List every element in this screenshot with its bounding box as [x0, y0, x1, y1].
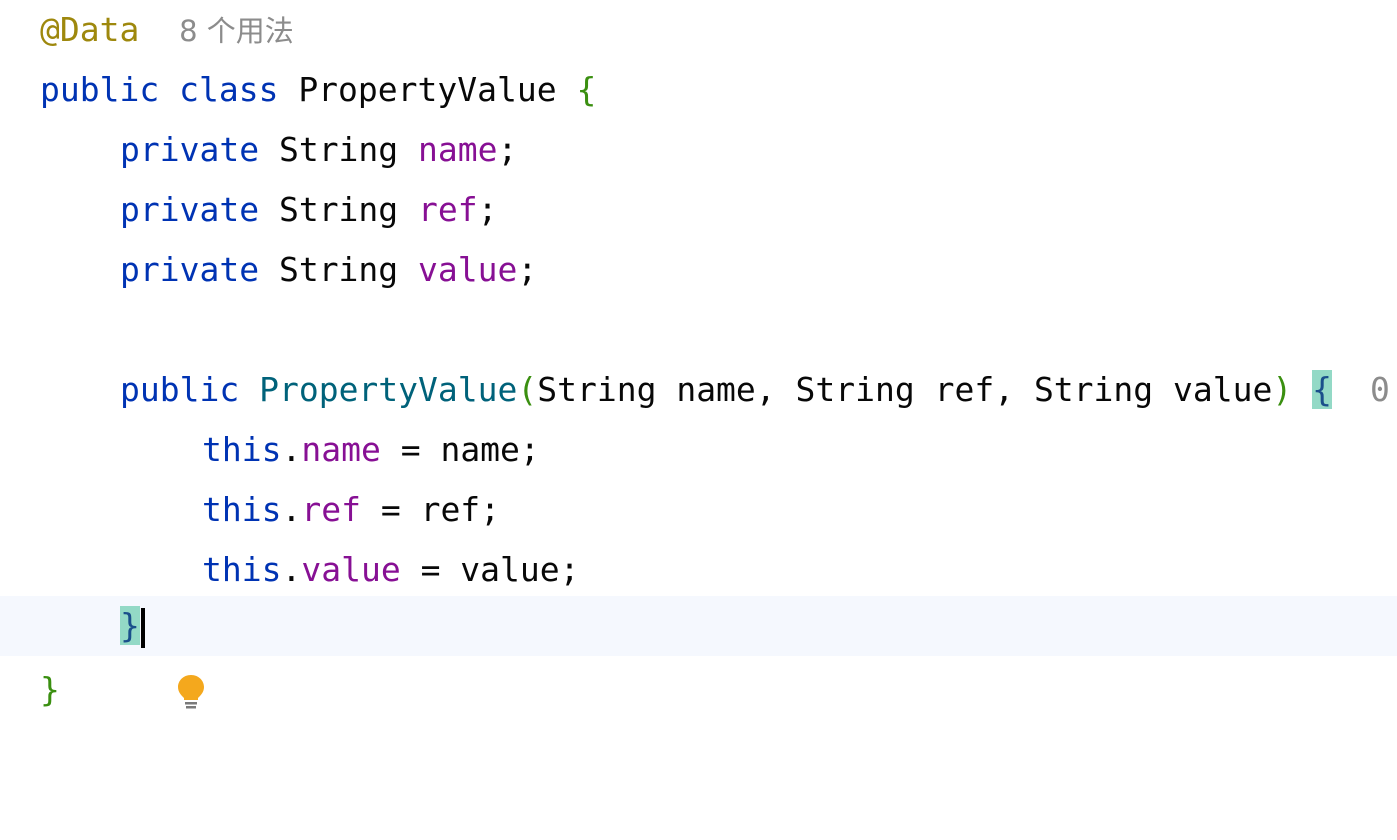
- code-line-class-close: }: [0, 660, 1397, 720]
- keyword-this: this: [202, 490, 282, 529]
- code-editor[interactable]: @Data 8 个用法 public class PropertyValue {…: [0, 0, 1397, 730]
- dot: .: [281, 550, 302, 589]
- code-line-content: @Data 8 个用法: [40, 0, 294, 61]
- code-line-assignment: this.value = value;: [0, 540, 1397, 600]
- keyword-private: private: [120, 190, 260, 229]
- assignment-rest[interactable]: = ref;: [360, 490, 501, 529]
- type-name[interactable]: String: [278, 250, 399, 289]
- code-line-content: this.value = value;: [202, 540, 580, 600]
- type-name[interactable]: String: [278, 130, 399, 169]
- code-line-constructor: public PropertyValue(String name, String…: [0, 360, 1397, 420]
- code-line-assignment: this.ref = ref;: [0, 480, 1397, 540]
- field-name[interactable]: value: [301, 550, 401, 589]
- code-line-content: private String value;: [120, 240, 537, 300]
- field-name[interactable]: name: [418, 130, 498, 169]
- code-line-field: private String value;: [0, 240, 1397, 300]
- code-line-content: }: [120, 596, 145, 656]
- keyword-public: public: [120, 370, 240, 409]
- dot: .: [281, 430, 302, 469]
- open-paren: (: [517, 370, 538, 409]
- code-line-content: private String name;: [120, 120, 517, 180]
- code-line-field: private String name;: [0, 120, 1397, 180]
- code-line-content: this.name = name;: [202, 420, 540, 480]
- constructor-open-brace: {: [1312, 370, 1332, 409]
- code-line-class-decl: public class PropertyValue {: [0, 60, 1397, 120]
- keyword-public: public: [40, 70, 160, 109]
- assignment-rest[interactable]: = value;: [400, 550, 580, 589]
- type-name[interactable]: String: [278, 190, 399, 229]
- keyword-private: private: [120, 250, 260, 289]
- semicolon: ;: [517, 250, 538, 289]
- semicolon: ;: [477, 190, 498, 229]
- field-name[interactable]: value: [418, 250, 518, 289]
- constructor-name[interactable]: PropertyValue: [259, 370, 518, 409]
- constructor-params[interactable]: String name, String ref, String value: [537, 370, 1273, 409]
- code-line-empty: [0, 300, 1397, 360]
- code-line-field: private String ref;: [0, 180, 1397, 240]
- code-line-annotation: @Data 8 个用法: [0, 0, 1397, 60]
- class-open-brace: {: [576, 70, 597, 109]
- keyword-this: this: [202, 550, 282, 589]
- semicolon: ;: [497, 130, 518, 169]
- code-line-content: private String ref;: [120, 180, 498, 240]
- keyword-this: this: [202, 430, 282, 469]
- constructor-close-brace: }: [120, 606, 140, 645]
- assignment-rest[interactable]: = name;: [380, 430, 540, 469]
- lightbulb-icon[interactable]: [56, 608, 205, 709]
- close-paren: ): [1272, 370, 1293, 409]
- code-line-content: public class PropertyValue {: [40, 60, 596, 120]
- text-caret: [140, 607, 145, 648]
- inlay-hint[interactable]: 0: [1370, 370, 1390, 409]
- class-name[interactable]: PropertyValue: [298, 70, 557, 109]
- code-line-content: this.ref = ref;: [202, 480, 500, 540]
- code-line-current: }: [0, 596, 1397, 709]
- dot: .: [281, 490, 302, 529]
- code-line-content: }: [40, 660, 60, 720]
- code-line-assignment: this.name = name;: [0, 420, 1397, 480]
- keyword-private: private: [120, 130, 260, 169]
- class-close-brace: }: [40, 670, 60, 709]
- annotation-data[interactable]: @Data: [40, 10, 140, 49]
- keyword-class: class: [179, 70, 279, 109]
- field-name[interactable]: name: [301, 430, 381, 469]
- usage-hint[interactable]: 8 个用法: [179, 14, 294, 48]
- field-name[interactable]: ref: [418, 190, 478, 229]
- code-line-content: public PropertyValue(String name, String…: [120, 360, 1332, 420]
- field-name[interactable]: ref: [301, 490, 361, 529]
